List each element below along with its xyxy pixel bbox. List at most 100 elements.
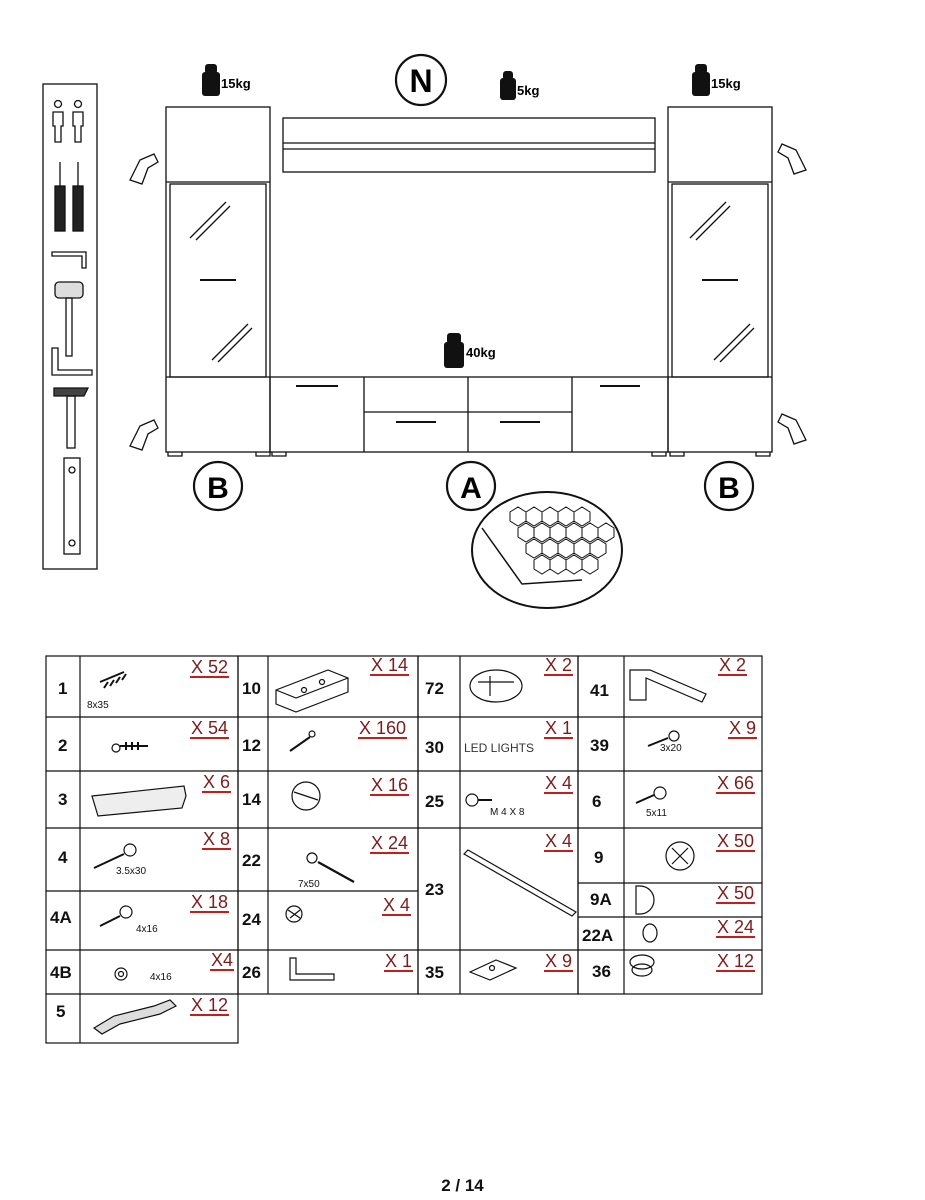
part-quantity: X 9 <box>544 951 574 972</box>
small-screw-icon <box>647 730 680 747</box>
knob-icon <box>635 885 655 915</box>
part-number: 9A <box>590 890 612 909</box>
part-number: 4B <box>50 963 72 982</box>
drawer-rail-icon <box>463 849 577 917</box>
part-number: 35 <box>425 963 444 982</box>
led-lights-label: LED LIGHTS <box>464 741 535 755</box>
part-number: 2 <box>58 736 68 755</box>
part-number: 5 <box>56 1002 66 1021</box>
a-label: A <box>460 472 482 505</box>
part-quantity: X 14 <box>370 655 410 676</box>
weight-label-top-right: 15kg <box>711 76 741 91</box>
weight-label-top-mid: 5kg <box>517 83 539 98</box>
clip-icon <box>468 959 518 981</box>
shelf-support-block-icon <box>275 669 349 713</box>
assembly-diagram: 15kg 5kg 15kg 40kg N B A B <box>42 53 807 609</box>
part-number: 10 <box>242 679 261 698</box>
handle-icon <box>91 785 187 817</box>
part-size: M 4 X 8 <box>490 807 525 818</box>
part-size: 8x35 <box>87 700 109 711</box>
part-quantity: X 4 <box>544 773 574 794</box>
l-bracket-icon <box>629 669 707 703</box>
part-size: 4x16 <box>136 924 158 935</box>
allen-key-icon <box>51 251 87 269</box>
part-quantity: X 1 <box>384 951 414 972</box>
bracket-nut-icon <box>285 905 303 923</box>
part-quantity: X 4 <box>544 831 574 852</box>
honeycomb-detail <box>471 491 623 609</box>
part-number: 6 <box>592 792 602 811</box>
a-marker <box>445 460 497 512</box>
part-number: 41 <box>590 681 609 700</box>
hinge-icon <box>92 999 178 1035</box>
part-number: 22A <box>582 926 614 945</box>
part-quantity: X 66 <box>716 773 756 794</box>
part-quantity: X 18 <box>190 892 230 913</box>
cam-nut-icon <box>665 841 695 871</box>
part-number: 3 <box>58 790 68 809</box>
part-number: 26 <box>242 963 261 982</box>
mallet-icon <box>54 281 84 357</box>
screw-5x11-icon <box>635 786 667 804</box>
left-cabinet <box>165 106 271 453</box>
part-number: 9 <box>594 848 604 867</box>
b-marker-right <box>703 460 755 512</box>
part-number: 14 <box>242 790 261 809</box>
part-quantity: X 24 <box>716 917 756 938</box>
part-quantity: X 6 <box>202 772 232 793</box>
part-quantity: X 54 <box>190 718 230 739</box>
part-number: 12 <box>242 736 261 755</box>
screw-m4-icon <box>465 793 492 807</box>
right-cabinet <box>667 106 773 453</box>
n-label: N <box>409 63 432 99</box>
hand-icon <box>129 143 807 451</box>
weight-label-mid: 40kg <box>466 345 496 360</box>
weight-label-top-left: 15kg <box>221 76 251 91</box>
part-size: 3x20 <box>660 743 682 754</box>
part-quantity: X 12 <box>190 995 230 1016</box>
tools-panel <box>42 83 98 570</box>
allen-key-part-icon <box>289 957 335 981</box>
level-icon <box>63 457 81 555</box>
part-number: 30 <box>425 738 444 757</box>
part-size: 7x50 <box>298 879 320 890</box>
cam-bolt-icon <box>111 742 148 753</box>
b-marker-left <box>192 460 244 512</box>
pin-icon <box>289 730 316 752</box>
part-quantity: X 12 <box>716 951 756 972</box>
page-number: 2 / 14 <box>441 1176 484 1195</box>
part-quantity: X4 <box>210 950 235 971</box>
part-quantity: X 160 <box>358 718 408 739</box>
screw-icon <box>99 905 133 927</box>
connector-icon <box>469 669 523 703</box>
part-quantity: X 9 <box>728 718 758 739</box>
hammer-icon <box>53 387 90 449</box>
set-square-icon <box>51 347 93 376</box>
part-number: 39 <box>590 736 609 755</box>
part-number: 25 <box>425 792 444 811</box>
weight-icon <box>202 64 710 368</box>
part-quantity: X 52 <box>190 657 230 678</box>
top-shelf <box>282 117 656 173</box>
part-number: 4 <box>58 848 68 867</box>
b-label-left: B <box>207 472 229 505</box>
part-quantity: X 8 <box>202 829 232 850</box>
screw-icon <box>93 843 137 869</box>
n-marker <box>394 53 448 107</box>
long-screw-icon <box>306 852 355 883</box>
part-number: 72 <box>425 679 444 698</box>
b-label-right: B <box>718 472 740 505</box>
cam-lock-icon <box>291 781 321 811</box>
part-size: 5x11 <box>646 808 667 819</box>
grommet-icon <box>629 954 655 977</box>
part-size: 3.5x30 <box>116 866 147 877</box>
part-quantity: X 2 <box>544 655 574 676</box>
part-number: 4A <box>50 908 72 927</box>
part-number: 22 <box>242 851 261 870</box>
part-quantity: X 1 <box>544 718 574 739</box>
part-number: 1 <box>58 679 68 698</box>
screwdriver-icon <box>54 162 84 232</box>
part-quantity: X 16 <box>370 775 410 796</box>
